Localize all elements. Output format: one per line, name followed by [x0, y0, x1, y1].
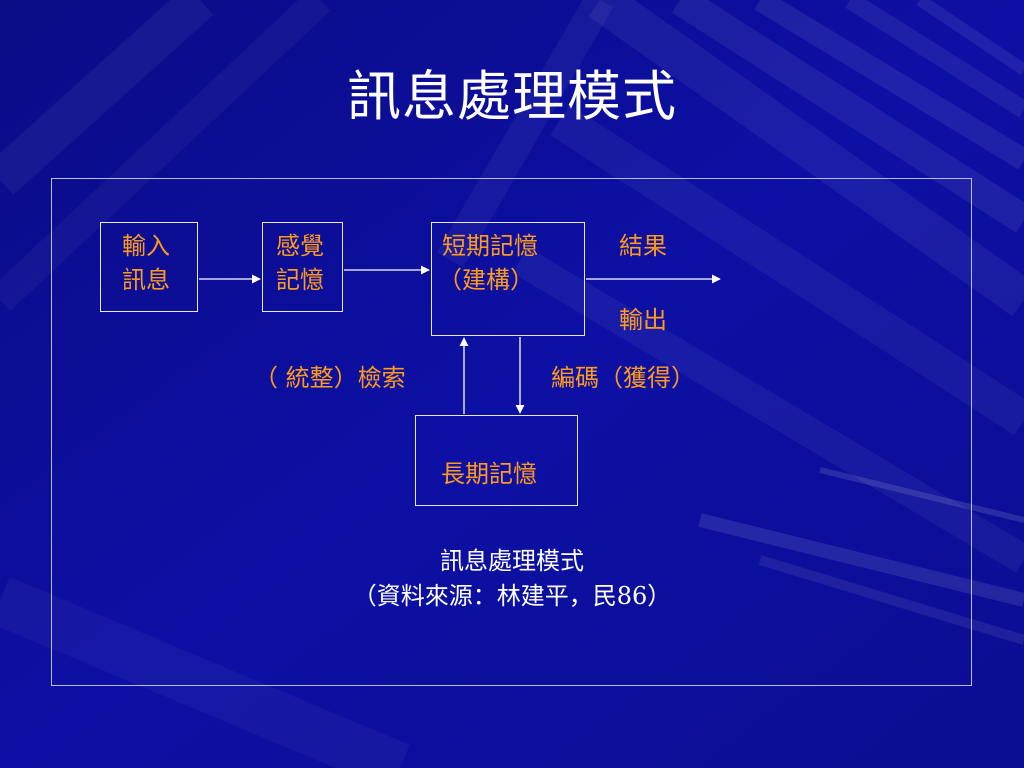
sensory-box-line1: 感覺 — [276, 232, 324, 260]
caption-line2: （資料來源：林建平，民86） — [352, 582, 672, 610]
encoding-label: 編碼（獲得） — [551, 364, 695, 392]
result-label: 結果 — [619, 232, 667, 260]
sensory-box-line2: 記憶 — [276, 266, 324, 294]
input-box-line1: 輸入 — [122, 232, 170, 260]
short-term-box-line1: 短期記憶 — [442, 232, 538, 260]
input-box-line2: 訊息 — [122, 266, 170, 294]
slide-title: 訊息處理模式 — [347, 65, 677, 128]
long-term-box-label: 長期記憶 — [441, 460, 537, 488]
short-term-memory-box — [431, 222, 585, 336]
output-label: 輸出 — [619, 306, 667, 334]
sensory-memory-box — [262, 222, 343, 312]
long-term-memory-box — [415, 415, 578, 506]
short-term-box-line2: （建構） — [438, 266, 534, 294]
retrieval-label: （ 統整）檢索 — [254, 364, 406, 392]
diagram-frame — [51, 178, 972, 686]
input-info-box — [100, 222, 198, 312]
caption-line1: 訊息處理模式 — [440, 547, 584, 575]
